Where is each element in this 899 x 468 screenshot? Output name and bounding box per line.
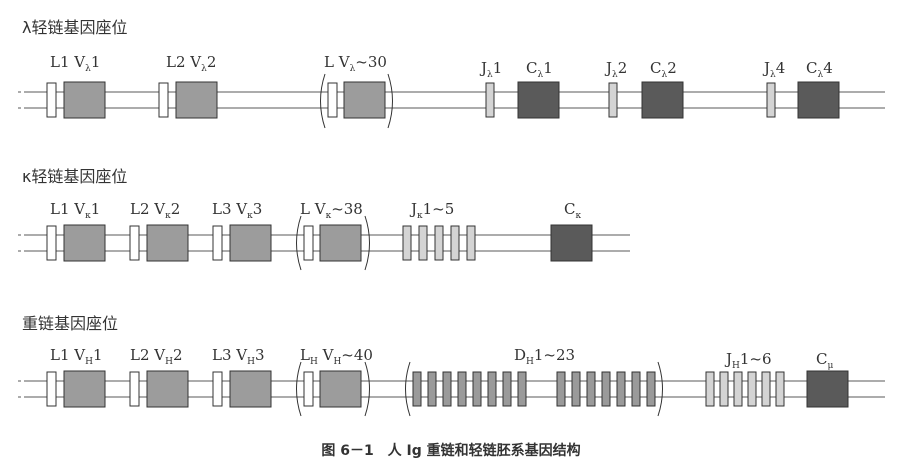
heavy-locus-title: 重链基因座位: [22, 314, 118, 333]
heavy-v3-segment: [229, 370, 272, 408]
lambda-label-j1: Jλ1: [479, 59, 502, 80]
heavy-d-segment: [472, 371, 482, 407]
kappa-label-v3: L3 Vκ3: [212, 200, 262, 221]
heavy-d-segment: [502, 371, 512, 407]
kappa-j-segment: [434, 225, 444, 261]
kappa-j-segment: [450, 225, 460, 261]
heavy-d-segments: [412, 371, 656, 407]
lambda-l30-segment: [327, 82, 338, 118]
kappa-l2-segment: [129, 225, 140, 261]
lambda-label-v2: L2 Vλ2: [166, 53, 216, 74]
kappa-j-segment: [402, 225, 412, 261]
heavy-d-segment: [646, 371, 656, 407]
lambda-c2-segment: [641, 81, 684, 119]
kappa-label-c: Cκ: [564, 200, 581, 221]
heavy-v2-segment: [146, 370, 189, 408]
lambda-j4-segment: [766, 82, 776, 118]
kappa-l38-segment: [303, 225, 314, 261]
kappa-label-j1-5: Jκ1~5: [409, 200, 454, 221]
heavy-label-v1: L1 VH1: [50, 346, 103, 367]
heavy-label-d1-23: DH1~23: [514, 346, 575, 367]
heavy-d-paren-right: [657, 361, 663, 417]
lambda-label-j2: Jλ2: [604, 59, 627, 80]
lambda-l2-segment: [158, 82, 169, 118]
lambda-locus-title: λ轻链基因座位: [22, 18, 127, 37]
heavy-d-segment: [601, 371, 611, 407]
kappa-j-segment: [466, 225, 476, 261]
kappa-label-v1: L1 Vκ1: [50, 200, 100, 221]
lambda-label-c1: Cλ1: [526, 59, 553, 80]
kappa-v1-segment: [63, 224, 106, 262]
heavy-j-segment: [733, 371, 743, 407]
heavy-j-segment: [747, 371, 757, 407]
kappa-v2-segment: [146, 224, 189, 262]
heavy-d-segment: [412, 371, 422, 407]
heavy-d-segment: [487, 371, 497, 407]
heavy-v1-segment: [63, 370, 106, 408]
lambda-label-v30: L Vλ~30: [324, 53, 387, 74]
lambda-j1-segment: [485, 82, 495, 118]
heavy-d-segment: [586, 371, 596, 407]
heavy-j-segment: [761, 371, 771, 407]
lambda-v30-segment: [343, 81, 386, 119]
heavy-d-segment: [616, 371, 626, 407]
kappa-paren-right: [364, 215, 370, 271]
heavy-paren-right: [364, 361, 370, 417]
heavy-j-segment: [705, 371, 715, 407]
heavy-label-v3: L3 VH3: [212, 346, 265, 367]
heavy-j-segments: [705, 371, 785, 407]
heavy-paren-left: [296, 361, 302, 417]
heavy-l2-segment: [129, 371, 140, 407]
heavy-d-segment: [457, 371, 467, 407]
heavy-label-j1-6: JH1~6: [724, 350, 772, 371]
kappa-l1-segment: [46, 225, 57, 261]
kappa-paren-left: [296, 215, 302, 271]
heavy-label-cmu: Cμ: [816, 350, 833, 371]
kappa-label-v2: L2 Vκ2: [130, 200, 180, 221]
kappa-j-segment: [418, 225, 428, 261]
kappa-l3-segment: [212, 225, 223, 261]
lambda-c1-segment: [517, 81, 560, 119]
heavy-cmu-segment: [806, 370, 849, 408]
lambda-paren-right: [387, 73, 393, 129]
kappa-c-segment: [550, 224, 593, 262]
heavy-d-segment: [442, 371, 452, 407]
heavy-d-paren-left: [405, 361, 411, 417]
lambda-label-j4: Jλ4: [762, 59, 785, 80]
heavy-v40-segment: [319, 370, 362, 408]
heavy-l40-segment: [303, 371, 314, 407]
heavy-locus: [18, 361, 885, 417]
lambda-c4-segment: [797, 81, 840, 119]
heavy-d-segment: [571, 371, 581, 407]
heavy-label-v40: LH VH~40: [300, 346, 373, 367]
heavy-l3-segment: [212, 371, 223, 407]
lambda-v1-segment: [63, 81, 106, 119]
heavy-l1-segment: [46, 371, 57, 407]
lambda-l1-segment: [46, 82, 57, 118]
heavy-label-v2: L2 VH2: [130, 346, 183, 367]
heavy-d-segment: [556, 371, 566, 407]
kappa-locus: [18, 215, 630, 271]
lambda-paren-left: [320, 73, 326, 129]
kappa-locus-title: κ轻链基因座位: [22, 167, 127, 186]
heavy-d-segment: [517, 371, 527, 407]
heavy-j-segment: [775, 371, 785, 407]
heavy-j-segment: [719, 371, 729, 407]
kappa-v38-segment: [319, 224, 362, 262]
heavy-d-segment: [427, 371, 437, 407]
kappa-v3-segment: [229, 224, 272, 262]
lambda-j2-segment: [608, 82, 618, 118]
kappa-j-segments: [402, 225, 476, 261]
lambda-v2-segment: [175, 81, 218, 119]
kappa-label-v38: L Vκ~38: [300, 200, 363, 221]
lambda-locus: [18, 73, 885, 129]
heavy-d-segment: [631, 371, 641, 407]
lambda-label-v1: L1 Vλ1: [50, 53, 100, 74]
figure-caption: 图 6－1 人 Ig 重链和轻链胚系基因结构: [321, 442, 580, 459]
lambda-label-c4: Cλ4: [806, 59, 833, 80]
lambda-label-c2: Cλ2: [650, 59, 677, 80]
